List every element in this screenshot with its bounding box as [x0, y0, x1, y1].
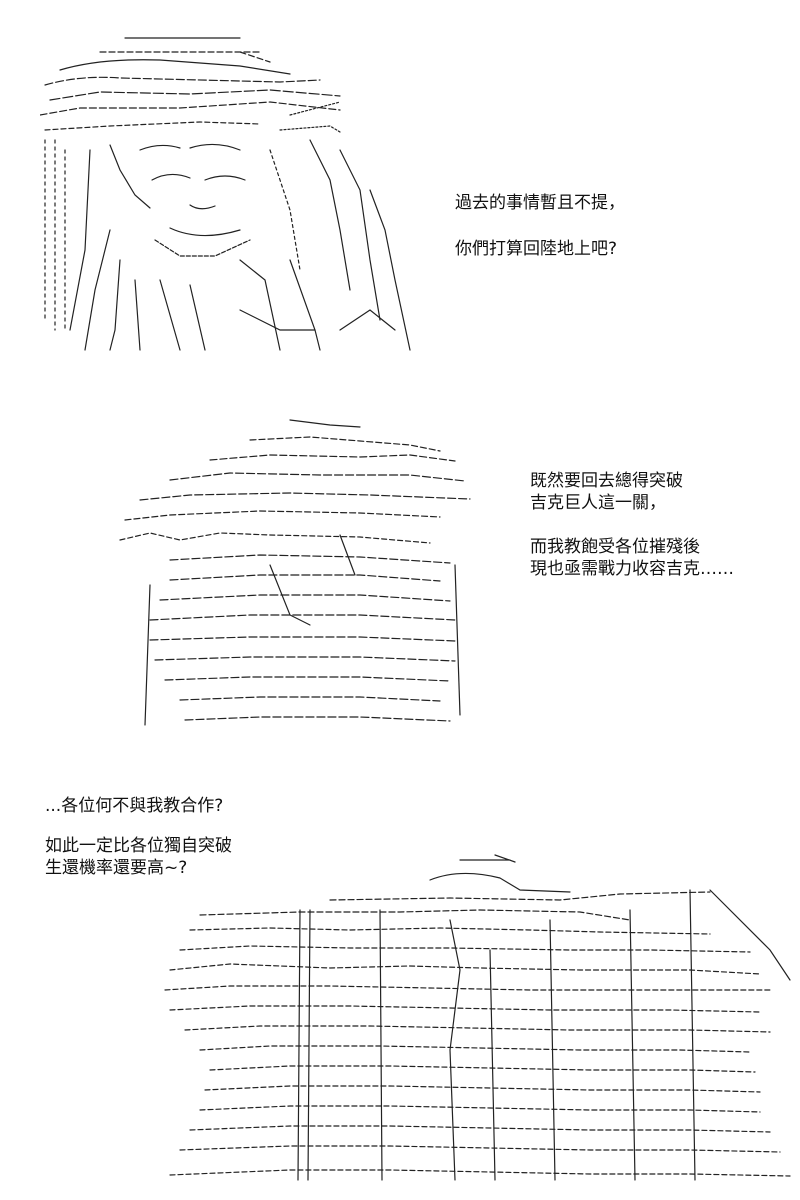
- dialogue-box-3: ...各位何不與我教合作? 如此一定比各位獨自突破 生還機率還要高~?: [45, 795, 232, 879]
- ascii-art-figure-1: [40, 30, 430, 360]
- dialogue-line: ...各位何不與我教合作?: [45, 796, 224, 816]
- dialogue-line: 吉克巨人這一關，: [530, 493, 666, 513]
- dialogue-box-2: 既然要回去總得突破 吉克巨人這一關， 而我教飽受各位摧殘後 現也亟需戰力收容吉克…: [530, 470, 734, 580]
- dialogue-line: 既然要回去總得突破: [530, 471, 683, 491]
- dialogue-box-1: 過去的事情暫且不提， 你們打算回陸地上吧?: [455, 180, 625, 272]
- ascii-art-figure-3: [150, 850, 795, 1190]
- ascii-art-figure-2: [110, 415, 480, 730]
- dialogue-line: 過去的事情暫且不提，: [455, 193, 625, 213]
- dialogue-line: 如此一定比各位獨自突破: [45, 836, 232, 856]
- dialogue-spacer: [530, 514, 734, 536]
- dialogue-line: 生還機率還要高~?: [45, 858, 188, 878]
- dialogue-line: 現也亟需戰力收容吉克……: [530, 559, 734, 579]
- dialogue-spacer: [45, 817, 232, 835]
- dialogue-line: 你們打算回陸地上吧?: [455, 239, 618, 259]
- dialogue-line: 而我教飽受各位摧殘後: [530, 537, 700, 557]
